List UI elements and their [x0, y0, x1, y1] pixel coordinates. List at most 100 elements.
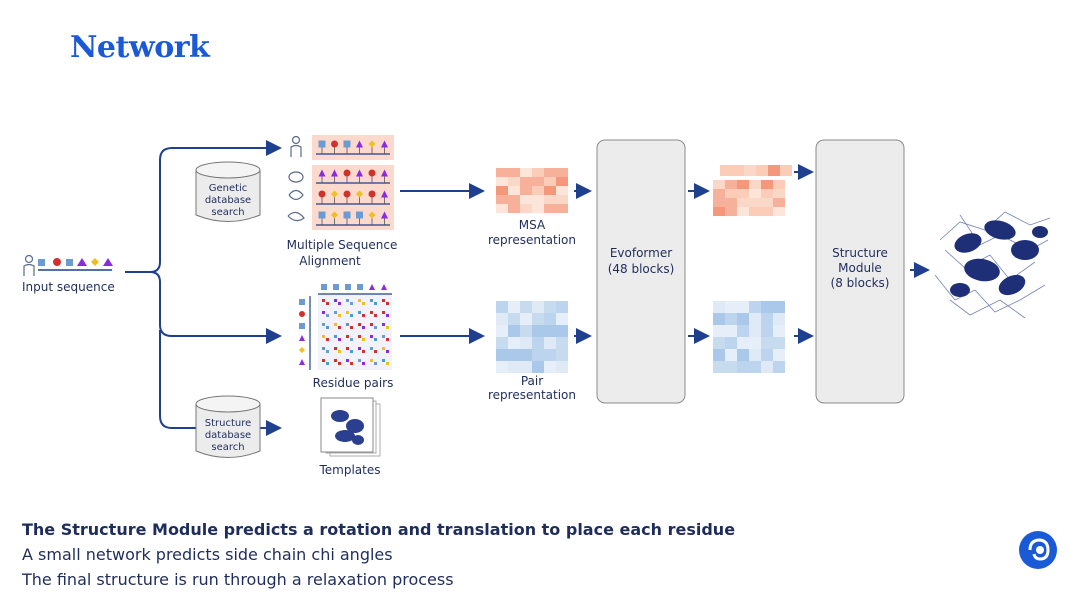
heatmap-cell — [732, 165, 744, 176]
heatmap-cell — [556, 177, 568, 186]
pair-cell-dot — [374, 338, 377, 341]
residue-square — [343, 140, 351, 148]
pair-cell-dot — [386, 302, 389, 305]
genetic-db-label-2: database — [205, 195, 251, 206]
pair-cell-dot — [382, 299, 385, 302]
heatmap-cell — [496, 177, 508, 186]
heatmap-cell — [520, 186, 532, 195]
pair-cell-dot — [370, 299, 373, 302]
heatmap-cell — [756, 165, 768, 176]
heatmap-cell — [556, 168, 568, 177]
heatmap-cell — [544, 168, 556, 177]
heatmap-cell — [761, 361, 773, 373]
heatmap-cell — [761, 325, 773, 337]
heatmap-cell — [761, 349, 773, 361]
heatmap-cell — [520, 301, 532, 313]
pair-cell-dot — [374, 302, 377, 305]
pair-cell-dot — [322, 335, 325, 338]
heatmap-cell — [556, 337, 568, 349]
heatmap-cell — [713, 313, 725, 325]
pair-cell-dot — [382, 347, 385, 350]
pair-cell-dot — [350, 338, 353, 341]
pair-cell-dot — [326, 338, 329, 341]
heatmap-cell — [508, 168, 520, 177]
residue-square — [321, 284, 327, 290]
residue-pairs-label: Residue pairs — [313, 376, 394, 390]
heatmap-cell — [773, 325, 785, 337]
heatmap-cell — [761, 337, 773, 349]
residue-square — [345, 284, 351, 290]
structure-database-cylinder: Structure database search — [195, 395, 261, 458]
residue-triangle — [381, 211, 388, 219]
heatmap-cell — [725, 325, 737, 337]
heatmap-cell — [544, 301, 556, 313]
bullet-structure-module: The Structure Module predicts a rotation… — [22, 520, 736, 539]
heatmap-cell — [725, 207, 737, 216]
residue-triangle — [331, 169, 338, 177]
heatmap-cell — [780, 165, 792, 176]
heatmap-cell — [749, 207, 761, 216]
heatmap-cell — [725, 349, 737, 361]
heatmap-cell — [544, 177, 556, 186]
heatmap-cell — [556, 301, 568, 313]
msa-rep-label-1: MSA — [519, 218, 546, 232]
heatmap-cell — [532, 186, 544, 195]
heatmap-cell — [737, 325, 749, 337]
heatmap-cell — [544, 195, 556, 204]
genetic-database-cylinder: Genetic database search — [195, 161, 261, 222]
residue-square — [318, 140, 326, 148]
residue-circle — [343, 190, 351, 198]
heatmap-cell — [713, 325, 725, 337]
residue-circle — [331, 140, 338, 148]
heatmap-cell — [737, 207, 749, 216]
heatmap-cell — [725, 180, 737, 189]
heatmap-cell — [773, 207, 785, 216]
pair-rep-label-2: representation — [488, 388, 576, 402]
heatmap-cell — [713, 361, 725, 373]
heatmap-cell — [749, 189, 761, 198]
residue-square — [333, 284, 339, 290]
heatmap-cell — [532, 168, 544, 177]
pair-cell-dot — [346, 323, 349, 326]
pair-cell-dot — [358, 311, 361, 314]
residue-square — [299, 323, 305, 329]
residue-triangle — [381, 169, 388, 177]
heatmap-cell — [508, 177, 520, 186]
msa-representation: MSA representation — [488, 168, 576, 247]
residue-square — [343, 211, 351, 219]
protein-structure-icon — [331, 410, 364, 445]
pair-cell-dot — [334, 323, 337, 326]
heatmap-cell — [508, 349, 520, 361]
heatmap-cell — [749, 198, 761, 207]
heatmap-cell — [496, 186, 508, 195]
heatmap-cell — [773, 180, 785, 189]
heatmap-cell — [556, 195, 568, 204]
heatmap-cell — [520, 168, 532, 177]
heatmap-cell — [713, 189, 725, 198]
pair-cell-dot — [358, 323, 361, 326]
heatmap-cell — [761, 189, 773, 198]
residue-triangle — [381, 284, 387, 290]
residue-pairs-grid: Residue pairs — [299, 284, 393, 390]
templates-stack: Templates — [318, 397, 381, 477]
heatmap-cell — [749, 337, 761, 349]
heatmap-cell — [737, 349, 749, 361]
heatmap-cell — [532, 337, 544, 349]
evoformer-output-pair — [713, 301, 785, 373]
residue-circle — [368, 190, 376, 198]
pair-cell-dot — [382, 311, 385, 314]
pair-cell-dot — [386, 314, 389, 317]
heatmap-cell — [737, 337, 749, 349]
heatmap-cell — [761, 301, 773, 313]
pair-cell-dot — [386, 362, 389, 365]
heatmap-cell — [725, 301, 737, 313]
heatmap-cell — [532, 313, 544, 325]
pair-cell-dot — [326, 302, 329, 305]
residue-diamond — [331, 190, 338, 198]
species-icons — [287, 135, 305, 222]
heatmap-cell — [749, 349, 761, 361]
heatmap-cell — [749, 325, 761, 337]
genetic-db-label-1: Genetic — [209, 183, 248, 194]
heatmap-cell — [544, 313, 556, 325]
pair-rep-label-1: Pair — [521, 374, 543, 388]
